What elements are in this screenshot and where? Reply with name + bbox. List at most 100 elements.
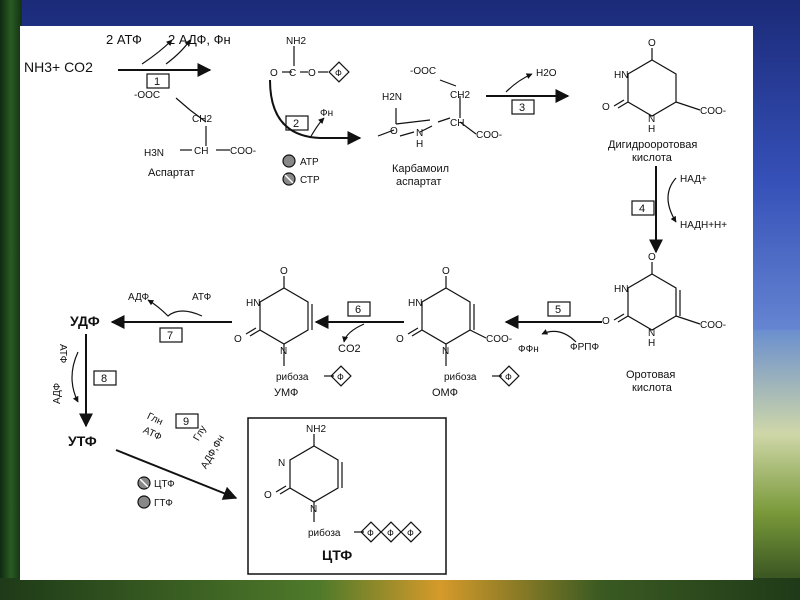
step-6-label: 6 xyxy=(355,304,361,316)
arrow-pi-out xyxy=(309,117,325,139)
ca-ooc: -OOC xyxy=(410,66,436,77)
dho-h: H xyxy=(648,124,655,135)
step9-glu-label: Глу xyxy=(192,424,209,443)
co2-label: CO2 xyxy=(338,343,361,355)
dho-coo: COO- xyxy=(700,106,726,117)
omp-o1: O xyxy=(442,266,450,277)
orotate-ring xyxy=(627,273,677,331)
ground-decoration xyxy=(0,578,800,600)
arrow-step-2 xyxy=(269,79,362,145)
ppi-label: ФФн xyxy=(518,344,539,355)
step-9-label: 9 xyxy=(183,416,189,428)
aspartate-ooc: -OOC xyxy=(134,90,160,101)
step9-atp-label: АТФ xyxy=(141,425,163,443)
ctp-n: N xyxy=(310,504,317,515)
oro-h: H xyxy=(648,338,655,349)
oro-name-1: Оротовая xyxy=(626,369,675,381)
ump-o2: O xyxy=(234,334,242,345)
ctp-phosphate-3 xyxy=(400,521,422,543)
arrow-step-9 xyxy=(115,449,238,500)
omp-name: ОМФ xyxy=(432,387,458,399)
landscape-decoration xyxy=(752,330,800,590)
water-label: H2O xyxy=(536,68,557,79)
carbamoyl-nh2: NH2 xyxy=(286,36,306,47)
carbamoyl-o1: O xyxy=(270,68,278,79)
step-4-label: 4 xyxy=(639,203,645,215)
oro-n: N xyxy=(648,328,655,339)
ca-ch: CH xyxy=(450,118,464,129)
dho-n: N xyxy=(648,114,655,125)
ca-n: N xyxy=(416,128,423,139)
aspartate-ch2: CH2 xyxy=(192,114,212,125)
ctp-phosphate-2 xyxy=(380,521,402,543)
ump-phosphate-diamond xyxy=(330,365,352,387)
ca-h2n: H2N xyxy=(382,92,402,103)
step-3-label: 3 xyxy=(519,102,525,114)
omp-coo: COO- xyxy=(486,334,512,345)
ctp-ring xyxy=(289,445,339,503)
ca-name-1: Карбамоил xyxy=(392,163,449,175)
step-box-4 xyxy=(631,200,655,216)
dho-o2: O xyxy=(602,102,610,113)
step-box-1 xyxy=(146,73,170,89)
ctp-n-ring: N xyxy=(278,458,285,469)
step8-adp-label: АДФ xyxy=(52,382,63,404)
step-5-label: 5 xyxy=(555,304,561,316)
ca-ch2: CH2 xyxy=(450,90,470,101)
aspartate-ch: CH xyxy=(194,146,208,157)
ctp-phi-3: Ф xyxy=(407,528,414,538)
arrow-adp-out xyxy=(165,39,191,65)
ump-ribose: рибоза xyxy=(276,371,309,383)
dihydroorotate-ring xyxy=(627,59,677,117)
step-box-7 xyxy=(159,327,183,343)
oro-name-2: кислота xyxy=(632,382,673,394)
ump-ring xyxy=(259,287,309,345)
oro-hn: HN xyxy=(614,284,628,295)
step2-ctp-label: СТР xyxy=(300,175,320,186)
step-box-3 xyxy=(511,99,535,115)
omp-phosphate-diamond xyxy=(498,365,520,387)
prpp-label: ФРПФ xyxy=(570,342,599,353)
oro-o1: O xyxy=(648,252,656,263)
ctp-phi-1: Ф xyxy=(367,528,374,538)
ctp-o: O xyxy=(264,490,272,501)
dho-hn: HN xyxy=(614,70,628,81)
omp-ribose: рибоза xyxy=(444,371,477,383)
slide-panel: NH3+ CO2 2 АТФ 2 АДФ, Фн 1 NH2 C O O Ф -… xyxy=(20,26,753,580)
step2-atp-label: АТР xyxy=(300,157,319,168)
omp-hn: HN xyxy=(408,298,422,309)
adp-out-label: 2 АДФ, Фн xyxy=(168,32,231,47)
ump-phi: Ф xyxy=(337,372,344,382)
ctp-name: ЦТФ xyxy=(322,547,352,563)
ctp-phosphate-1 xyxy=(360,521,382,543)
step-box-5 xyxy=(547,301,571,317)
step-box-8 xyxy=(93,370,117,386)
ctp-ribose: рибоза xyxy=(308,527,341,539)
step2-pi-label: Фн xyxy=(320,108,333,119)
utp-label: УТФ xyxy=(68,433,97,449)
arrow-atp-adp-cycle-8 xyxy=(71,351,79,403)
oro-coo: COO- xyxy=(700,320,726,331)
arrow-nad-cycle xyxy=(667,177,677,223)
nadh-label: НАДН+Н+ xyxy=(680,220,727,231)
arrow-prpp-cycle xyxy=(541,329,577,343)
arrow-atp-adp-cycle xyxy=(147,299,203,317)
ca-coo: COO- xyxy=(476,130,502,141)
ump-o1: O xyxy=(280,266,288,277)
ca-o: O xyxy=(390,126,398,137)
omp-n: N xyxy=(442,346,449,357)
ump-n: N xyxy=(280,346,287,357)
carbamoyl-phi: Ф xyxy=(335,68,342,78)
step9-ctp-label: ЦТФ xyxy=(154,479,175,490)
ctp-nh2: NH2 xyxy=(306,424,326,435)
aspartate-coo: COO- xyxy=(230,146,256,157)
udp-label: УДФ xyxy=(70,313,100,329)
carbamoyl-o2: O xyxy=(308,68,316,79)
gtp-activator-icon xyxy=(137,495,151,509)
ctp-phi-2: Ф xyxy=(387,528,394,538)
omp-ring xyxy=(421,287,471,345)
step-1-label: 1 xyxy=(154,76,160,88)
nad-label: НАД+ xyxy=(680,174,707,185)
aspartate-h3n: H3N xyxy=(144,148,164,159)
dho-name-2: кислота xyxy=(632,152,673,164)
